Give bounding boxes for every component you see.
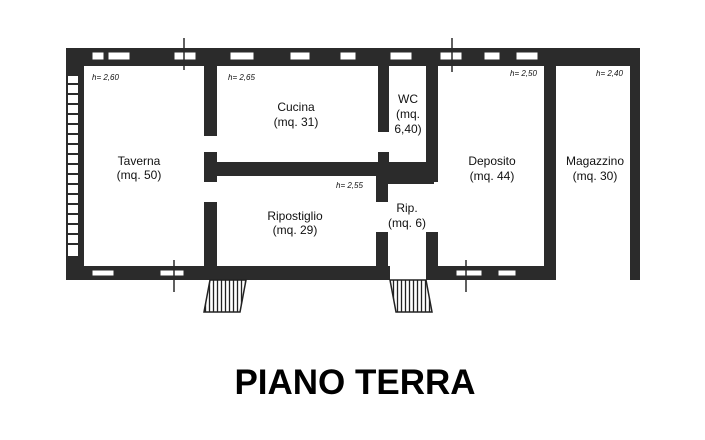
wc-deposito-wall: [426, 48, 438, 182]
height-cucina: h= 2,65: [228, 73, 255, 82]
room-cucina-name: Cucina: [277, 100, 315, 114]
ripostiglio-rip-wall-lower: [376, 232, 388, 274]
height-magazzino: h= 2,40: [596, 69, 623, 78]
deposito-right-wall: [544, 48, 556, 280]
top-windows: [91, 38, 539, 72]
plan-title: PIANO TERRA: [234, 363, 475, 402]
height-labels: h= 2,60 h= 2,65 h= 2,55 h= 2,50 h= 2,40: [92, 69, 623, 190]
height-deposito: h= 2,50: [510, 69, 537, 78]
height-taverna: h= 2,60: [92, 73, 119, 82]
taverna-wall-upper: [204, 62, 217, 136]
room-deposito-area: (mq. 44): [470, 169, 515, 183]
wc-rip-wall: [384, 174, 434, 184]
room-wc-area-line1: (mq.: [396, 107, 420, 121]
room-ripostiglio-area: (mq. 29): [273, 223, 318, 237]
bottom-windows: [91, 260, 517, 292]
interior-walls: [204, 48, 438, 274]
cucina-ripostiglio-wall: [204, 162, 428, 176]
room-wc-area-line2: 6,40): [394, 122, 421, 136]
room-cucina-area: (mq. 31): [274, 115, 319, 129]
room-wc-name: WC: [398, 92, 418, 106]
bottom-wall-left: [66, 266, 390, 280]
room-labels: Taverna (mq. 50) Cucina (mq. 31) WC (mq.…: [117, 92, 625, 237]
room-rip-area: (mq. 6): [388, 216, 426, 230]
left-windows: [68, 76, 78, 256]
room-ripostiglio-name: Ripostiglio: [267, 209, 323, 223]
room-magazzino-area: (mq. 30): [573, 169, 618, 183]
height-ripostiglio: h= 2,55: [336, 181, 363, 190]
magazzino-right-wall: [630, 48, 640, 280]
room-taverna-name: Taverna: [118, 154, 161, 168]
room-taverna-area: (mq. 50): [117, 168, 162, 182]
bottom-wall-right: [426, 266, 547, 280]
room-deposito-name: Deposito: [468, 154, 516, 168]
stairs-left: [203, 279, 247, 313]
stairs-right: [389, 279, 433, 313]
room-magazzino-name: Magazzino: [566, 154, 624, 168]
stairs: [203, 279, 433, 313]
cucina-wc-wall-upper: [378, 62, 389, 132]
rip-deposito-wall: [426, 232, 438, 274]
taverna-wall-lower: [204, 202, 217, 274]
cucina-wc-wall-lower: [378, 152, 389, 166]
room-rip-name: Rip.: [396, 201, 417, 215]
